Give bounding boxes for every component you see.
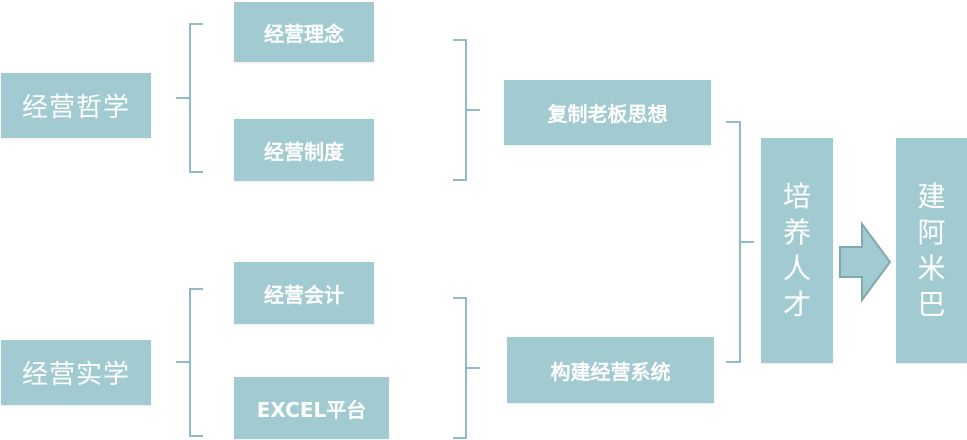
brace-practice: [176, 288, 203, 437]
char-4: 巴: [917, 287, 946, 321]
brace-cultivate: [726, 121, 754, 363]
node-operating-practice: 经营实学: [1, 340, 151, 405]
node-operating-philosophy: 经营哲学: [1, 73, 151, 138]
node-operating-system-rules: 经营制度: [234, 119, 374, 181]
brace-philosophy: [176, 23, 203, 173]
char-1: 建: [917, 179, 946, 213]
right-arrow-icon: [839, 220, 892, 304]
char-2: 阿: [917, 215, 946, 249]
char-3: 米: [917, 251, 946, 285]
brace-build-system: [453, 297, 480, 439]
node-build-operating-system: 构建经营系统: [507, 337, 714, 403]
char-1: 培: [782, 179, 811, 213]
node-excel-platform: EXCEL平台: [234, 377, 389, 439]
char-3: 人: [782, 251, 811, 285]
char-4: 才: [782, 287, 811, 321]
brace-copy-thought: [453, 39, 480, 181]
node-operating-accounting: 经营会计: [234, 262, 374, 324]
char-2: 养: [782, 215, 811, 249]
node-operating-concept: 经营理念: [234, 2, 374, 62]
node-cultivate-talent: 培 养 人 才: [761, 138, 833, 363]
node-copy-owner-thought: 复制老板思想: [504, 80, 711, 145]
node-build-amoeba: 建 阿 米 巴: [896, 138, 967, 363]
